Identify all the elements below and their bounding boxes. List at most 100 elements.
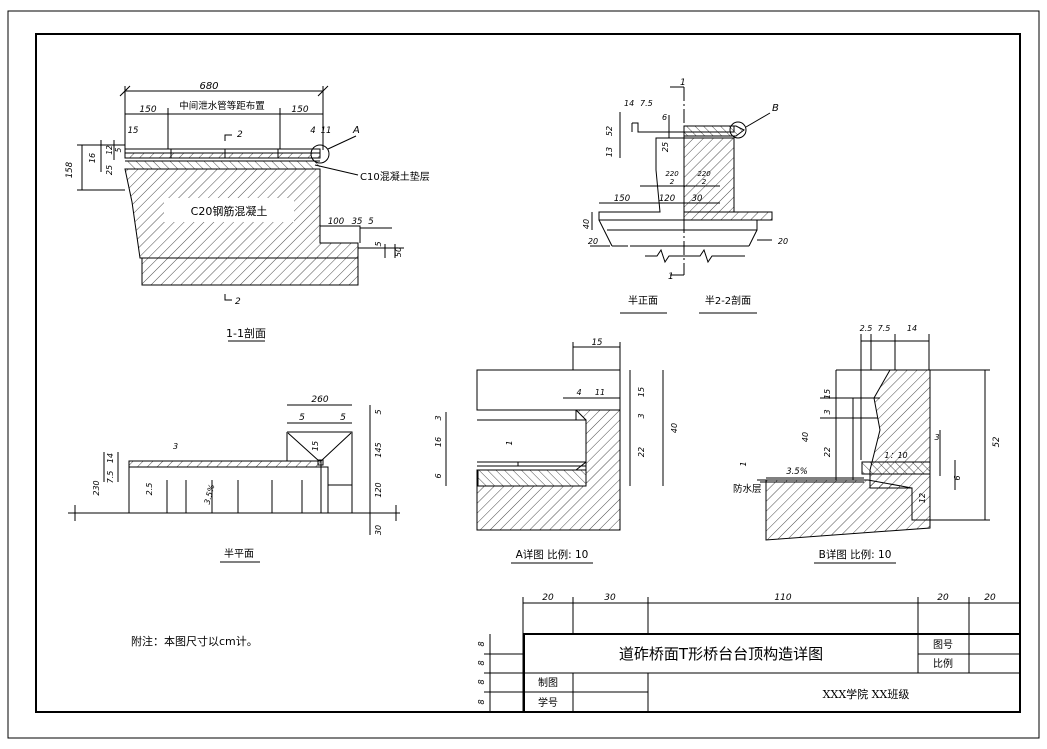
a-dim-15-right: 15 [637,387,646,397]
caption-1-1: 1-1剖面 [226,326,266,340]
dim-35: 35 [352,217,363,227]
dim-11: 11 [321,126,332,136]
dim-220-b: 220 [697,170,711,178]
plan-dim-230: 230 [92,480,101,495]
dim-30-elev: 30 [692,194,703,204]
tb-drawn-by: 制图 [538,676,558,689]
tb-scale-label: 比例 [933,657,953,670]
half-elevation [590,86,773,314]
detail-a-label: A [352,125,360,136]
a-dim-3-left: 3 [434,415,443,420]
a-dim-22: 22 [637,447,646,457]
dim-5b: 5 [368,217,373,227]
dim-40-elev: 40 [582,219,591,229]
detail-b-label: B [772,103,779,114]
note-units: 附注：本图尺寸以cm计。 [131,634,258,648]
a-dim-11: 11 [595,388,605,397]
section-mark-2-top: 2 [237,130,243,140]
caption-half-2-2: 半2-2剖面 [705,294,751,307]
caption-half-elevation: 半正面 [628,294,658,307]
dim-2-a: 2 [670,178,675,186]
plan-dim-3: 3 [173,442,178,451]
dim-14: 14 [624,99,634,108]
plan-dim-5-c: 5 [374,409,383,414]
dim-120-elev: 120 [659,194,675,204]
b-slope: 3.5% [786,467,808,477]
caption-half-plan: 半平面 [224,547,254,560]
a-dim-6: 6 [434,473,443,478]
tb-row-8-d: 8 [477,699,486,704]
detail-b [757,334,990,541]
b-dim-15: 15 [823,389,832,399]
dim-13: 13 [605,147,614,157]
dim-5c: 5 [374,241,383,246]
plan-dim-30: 30 [374,525,383,535]
plan-dim-2-5: 2.5 [145,483,154,496]
plan-dim-7-5: 7.5 [106,471,115,484]
a-dim-4: 4 [576,388,581,397]
b-dim-12: 12 [918,493,927,503]
outer-border [7,10,1040,739]
dim-150-right: 150 [291,105,308,115]
plan-dim-14: 14 [106,453,115,463]
b-dim-6: 6 [953,475,962,480]
dim-680: 680 [199,81,218,92]
dim-100: 100 [328,217,344,227]
dim-150-elev: 150 [614,194,630,204]
plan-dim-145: 145 [374,442,383,457]
section-1-1 [77,85,404,342]
plan-dim-5-b: 5 [340,413,346,423]
half-plan [68,404,400,535]
tb-col-20-b: 20 [937,593,949,603]
tb-row-8-c: 8 [477,679,486,684]
dim-6: 6 [662,113,667,122]
dim-52: 52 [605,126,614,136]
tb-row-8-a: 8 [477,641,486,646]
dim-260: 260 [311,395,328,405]
dim-2-b: 2 [702,178,707,186]
b-dim-40: 40 [801,432,810,442]
tb-school: XXX学院 XX班级 [823,687,910,701]
caption-detail-b: B详图 比例: 10 [819,548,892,561]
a-dim-15-top: 15 [592,338,603,348]
drawing-title: 道砟桥面T形桥台台顶构造详图 [619,645,823,663]
b-dim-2-5: 2.5 [860,324,873,333]
dim-20-left: 20 [588,237,598,246]
tb-col-20-c: 20 [984,593,996,603]
tb-col-30: 30 [604,593,616,603]
plan-dim-120: 120 [374,482,383,497]
plan-slope: 3.5% [203,483,217,505]
a-dim-40: 40 [670,423,679,433]
b-dim-52: 52 [992,437,1002,448]
dim-50: 50 [394,247,403,257]
a-dim-16: 16 [434,437,443,447]
dim-20-right: 20 [778,237,788,246]
tb-col-110: 110 [774,593,791,603]
dim-16: 16 [88,153,97,163]
dim-25-elev: 25 [661,142,670,152]
c20-label: C20钢筋混凝土 [191,204,268,218]
dim-150-left: 150 [139,105,156,115]
b-dim-1: 1 [739,461,748,466]
b-waterproof-label: 防水层 [733,483,762,495]
detail-a [445,342,664,531]
b-dim-3-left: 3 [823,409,832,414]
b-dim-22: 22 [823,447,832,457]
caption-detail-a: A详图 比例: 10 [516,548,589,561]
dim-15: 15 [128,126,139,136]
plan-dim-15: 15 [311,441,320,451]
dim-25: 25 [105,165,114,175]
b-dim-14: 14 [907,324,917,333]
tb-student-no: 学号 [538,696,558,709]
c10-label: C10混凝土垫层 [360,170,430,183]
dim-4: 4 [310,126,315,136]
dim-158: 158 [65,161,75,178]
tb-col-20-a: 20 [542,593,554,603]
tb-row-8-b: 8 [477,660,486,665]
dim-12: 12 [105,145,114,155]
plan-dim-5-a: 5 [299,413,305,423]
title-block [484,597,1021,713]
a-dim-3-right: 3 [637,413,646,418]
section-mark-2-bottom: 2 [235,297,241,307]
